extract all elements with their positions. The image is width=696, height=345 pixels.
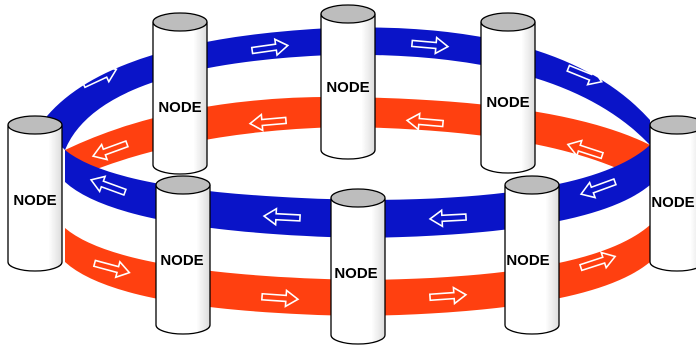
blue-ring-front-arc xyxy=(65,145,650,238)
red-front-arrow-1 xyxy=(92,259,131,279)
red-back-arrow-3 xyxy=(405,112,445,132)
red-front-arrow-4 xyxy=(578,251,617,272)
red-front-arrow-2 xyxy=(260,288,300,308)
blue-front-arrow-4 xyxy=(579,177,617,199)
blue-front-arrow-2 xyxy=(262,207,301,227)
red-front-arrow-3 xyxy=(428,286,468,306)
node-front-center-label: NODE xyxy=(334,265,377,282)
red-back-arrow-2 xyxy=(248,112,288,132)
node-front-left-label: NODE xyxy=(160,252,203,269)
node-back-right: NODE xyxy=(480,12,536,174)
node-left-label: NODE xyxy=(13,192,56,209)
node-right: NODE xyxy=(649,115,696,272)
node-front-right: NODE xyxy=(504,175,560,335)
node-back-center-label: NODE xyxy=(326,79,369,96)
blue-back-arrow-1 xyxy=(81,66,118,89)
node-back-left: NODE xyxy=(152,12,208,175)
blue-back-arrow-2 xyxy=(250,37,290,57)
blue-front-arrow-3 xyxy=(428,208,467,228)
blue-back-arrow-3 xyxy=(410,35,450,55)
blue-front-arrow-1 xyxy=(89,175,127,197)
node-back-center: NODE xyxy=(320,4,376,160)
blue-back-arrow-4 xyxy=(566,64,604,86)
node-front-left: NODE xyxy=(155,175,211,335)
red-back-arrow-4 xyxy=(566,139,605,160)
node-right-label: NODE xyxy=(651,194,694,211)
node-left: NODE xyxy=(7,115,63,272)
node-back-left-label: NODE xyxy=(158,99,201,116)
red-ring-front-arc xyxy=(65,225,650,316)
node-back-right-label: NODE xyxy=(486,94,529,111)
red-back-arrow-1 xyxy=(91,139,129,161)
node-front-center: NODE xyxy=(330,188,386,345)
node-front-right-label: NODE xyxy=(506,252,549,269)
